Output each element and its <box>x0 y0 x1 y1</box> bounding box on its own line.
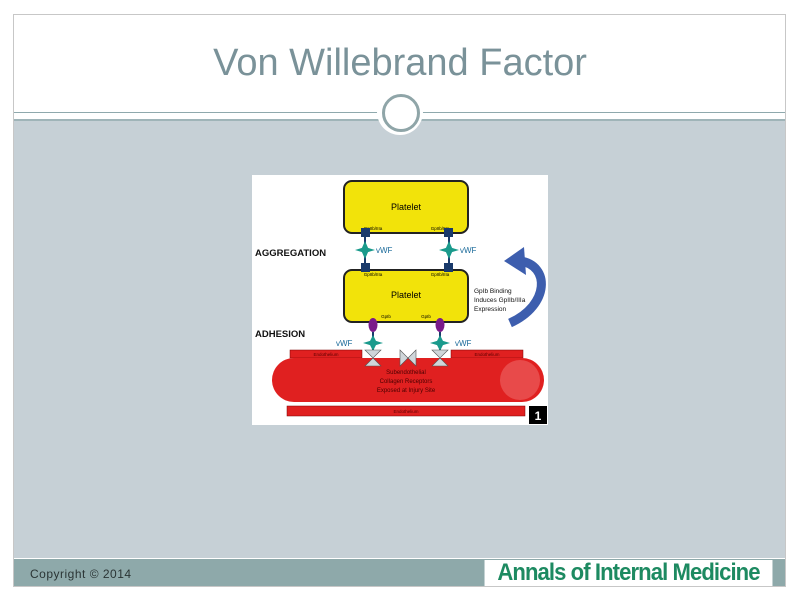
copyright-text: Copyright © 2014 <box>30 567 132 581</box>
gpib-left <box>368 318 378 332</box>
circle-ornament-icon <box>382 94 420 132</box>
platelet-top <box>343 180 469 234</box>
vwf-figure: Platelet GpIIb/IIIa GpIIb/IIIa Platelet … <box>252 175 548 425</box>
subendo-line-3: Exposed at Injury Site <box>377 388 436 394</box>
slide-title: Von Willebrand Factor <box>213 42 587 84</box>
subendo-line-2: Collagen Receptors <box>380 379 433 385</box>
endothelium-bottom <box>286 405 526 417</box>
feedback-arrowhead <box>504 247 526 275</box>
platelet-top-label: Platelet <box>391 202 422 212</box>
endothelium-left-label: Endothelium <box>313 352 338 357</box>
note-line-2: Induces GpIIb/IIIa <box>474 297 526 304</box>
gpib-left-label: GpIb <box>381 314 391 319</box>
vwf-label-4: vWF <box>455 339 472 348</box>
adhesion-label: ADHESION <box>255 329 305 340</box>
receptor-mid-left <box>361 263 370 272</box>
vwf-label-1: vWF <box>376 246 393 255</box>
gp-mid-left-label: GpIIb/IIIa <box>364 272 383 277</box>
vwf-diagram: Platelet GpIIb/IIIa GpIIb/IIIa Platelet … <box>255 180 547 424</box>
aggregation-label: AGGREGATION <box>255 248 326 259</box>
note-line-1: GpIb Binding <box>474 288 512 295</box>
note-line-3: Expression <box>474 306 507 313</box>
panel-number: 1 <box>535 409 542 423</box>
feedback-arrow <box>507 256 546 328</box>
collagen-center <box>399 349 409 367</box>
gpib-right-label: GpIb <box>421 314 431 319</box>
receptor-mid-right <box>444 263 453 272</box>
receptor-top-left <box>361 228 370 237</box>
journal-logo: Annals of Internal Medicine <box>484 560 773 586</box>
endothelium-bottom-label: Endothelium <box>393 409 418 414</box>
subendo-line-1: Subendothelial <box>386 370 426 376</box>
vwf-label-2: vWF <box>460 246 477 255</box>
receptor-top-right <box>444 228 453 237</box>
platelet-bottom <box>343 269 469 323</box>
gp-mid-right-label: GpIIb/IIIa <box>431 272 450 277</box>
gp-top-left-label: GpIIb/IIIa <box>364 226 383 231</box>
gpib-right <box>435 318 445 332</box>
platelet-bottom-label: Platelet <box>391 290 422 300</box>
subendothelium <box>272 358 544 402</box>
endothelium-right-label: Endothelium <box>474 352 499 357</box>
gp-top-right-label: GpIIb/IIIa <box>431 226 450 231</box>
panel-number-box <box>529 406 547 424</box>
vwf-label-3: vWF <box>336 339 353 348</box>
